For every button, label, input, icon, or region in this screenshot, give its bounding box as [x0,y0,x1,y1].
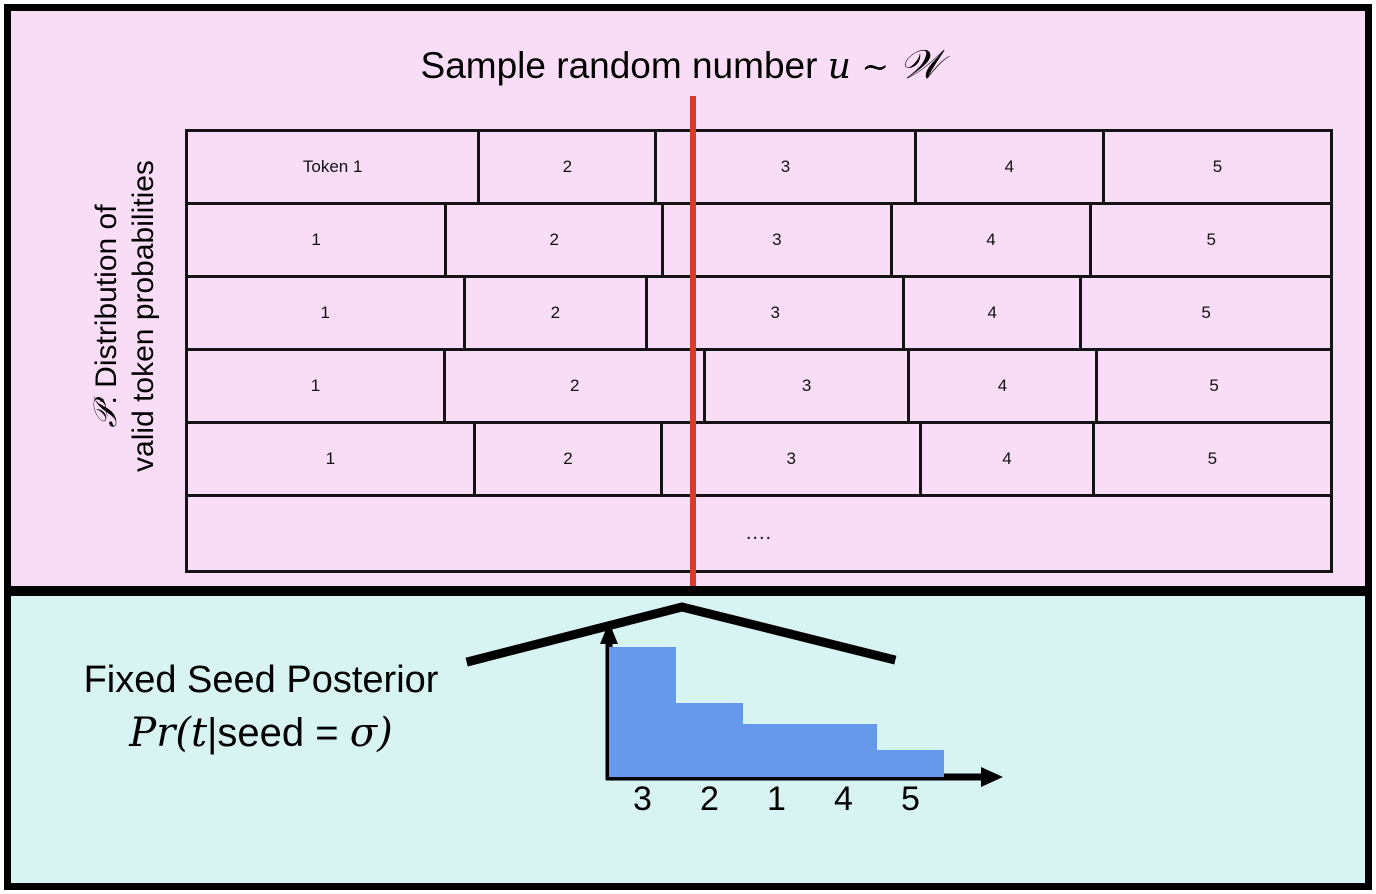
table-cell-token-3[interactable]: 3 [648,278,906,348]
histogram-x-tick-labels: 3 2 1 4 5 [609,780,1009,840]
table-cell-token-2[interactable]: 2 [476,424,664,494]
formula-seed-word: seed [217,710,305,755]
table-cell-token-4[interactable]: 4 [893,205,1093,275]
table-cell-token-1[interactable]: Token 1 [188,132,481,202]
vertical-axis-label: 𝒫: Distribution of valid token probabili… [86,56,160,576]
vertical-axis-label-line1: 𝒫: Distribution of [86,56,126,576]
formula-sigma: σ [349,709,378,756]
title-text-prefix: Sample random number [420,45,828,86]
formula-given-bar: | [207,710,218,755]
vertical-axis-label-line2: valid token probabilities [126,160,160,472]
table-cell-token-1[interactable]: 1 [188,351,447,421]
histogram-bar-4 [810,723,877,777]
panel-divider [11,586,1365,596]
table-ellipsis-label: .... [745,522,773,544]
formula-equals: = [304,710,350,755]
histogram-tick-5: 5 [901,780,920,818]
table-cell-token-3[interactable]: 3 [657,132,917,202]
histogram-bar-2 [676,702,743,777]
table-cell-token-3[interactable]: 3 [663,424,923,494]
title-variable-u: u [827,46,851,87]
panel-title: Sample random number u ~ 𝒲 [181,43,1181,87]
table-cell-token-1[interactable]: 1 [188,424,476,494]
table-cell-token-2[interactable]: 2 [446,351,707,421]
histogram-bar-5 [877,749,944,777]
table-cell-token-3[interactable]: 3 [664,205,893,275]
table-cell-token-2[interactable]: 2 [480,132,658,202]
table-cell-token-5[interactable]: 5 [1209,376,1219,395]
histogram-tick-4: 4 [834,780,853,818]
title-tilde: ~ [850,47,900,86]
script-p-symbol: 𝒫 [86,404,124,428]
table-cell-token-4[interactable]: 4 [905,278,1083,348]
table-cell-token-4[interactable]: 4 [922,424,1095,494]
table-cell-token-2[interactable]: 2 [466,278,649,348]
formula-close-paren: ) [377,709,393,756]
table-cell-token-5[interactable]: 5 [1212,157,1223,176]
posterior-caption: Fixed Seed Posterior Pr(t|seed = σ) [46,659,476,759]
histogram-tick-3: 3 [633,780,652,818]
table-cell-token-1[interactable]: 1 [188,205,448,275]
sample-line-indicator [690,96,696,586]
histogram-bars [609,620,1009,777]
table-cell-token-2[interactable]: 2 [447,205,665,275]
table-cell-token-3[interactable]: 3 [706,351,910,421]
table-cell-token-4[interactable]: 4 [917,132,1106,202]
histogram-bar-3 [609,646,676,777]
formula-open-paren: ( [175,709,191,756]
formula-pr: Pr [129,709,176,756]
formula-token-t: t [190,709,208,756]
posterior-histogram: 3 2 1 4 5 [599,620,1019,870]
table-cell-token-4[interactable]: 4 [910,351,1099,421]
histogram-tick-2: 2 [700,780,719,818]
title-uniform-symbol: 𝒲 [899,42,942,88]
table-row-ellipsis: .... [188,497,1330,570]
bottom-panel-posterior: Fixed Seed Posterior Pr(t|seed = σ) 3 2 1 4… [11,596,1365,883]
posterior-caption-line1: Fixed Seed Posterior [83,659,439,701]
histogram-tick-1: 1 [767,780,786,818]
posterior-caption-formula: Pr(t|seed = σ) [46,707,476,759]
histogram-bar-1 [743,723,810,777]
vertical-axis-label-line1-text: : Distribution of [90,204,123,405]
table-cell-token-5[interactable]: 5 [1206,230,1216,249]
table-cell-token-5[interactable]: 5 [1201,303,1211,322]
top-panel-distribution: Sample random number u ~ 𝒲 𝒫: Distributi… [11,11,1365,586]
table-cell-token-1[interactable]: 1 [188,278,466,348]
table-cell-token-5[interactable]: 5 [1207,449,1218,468]
